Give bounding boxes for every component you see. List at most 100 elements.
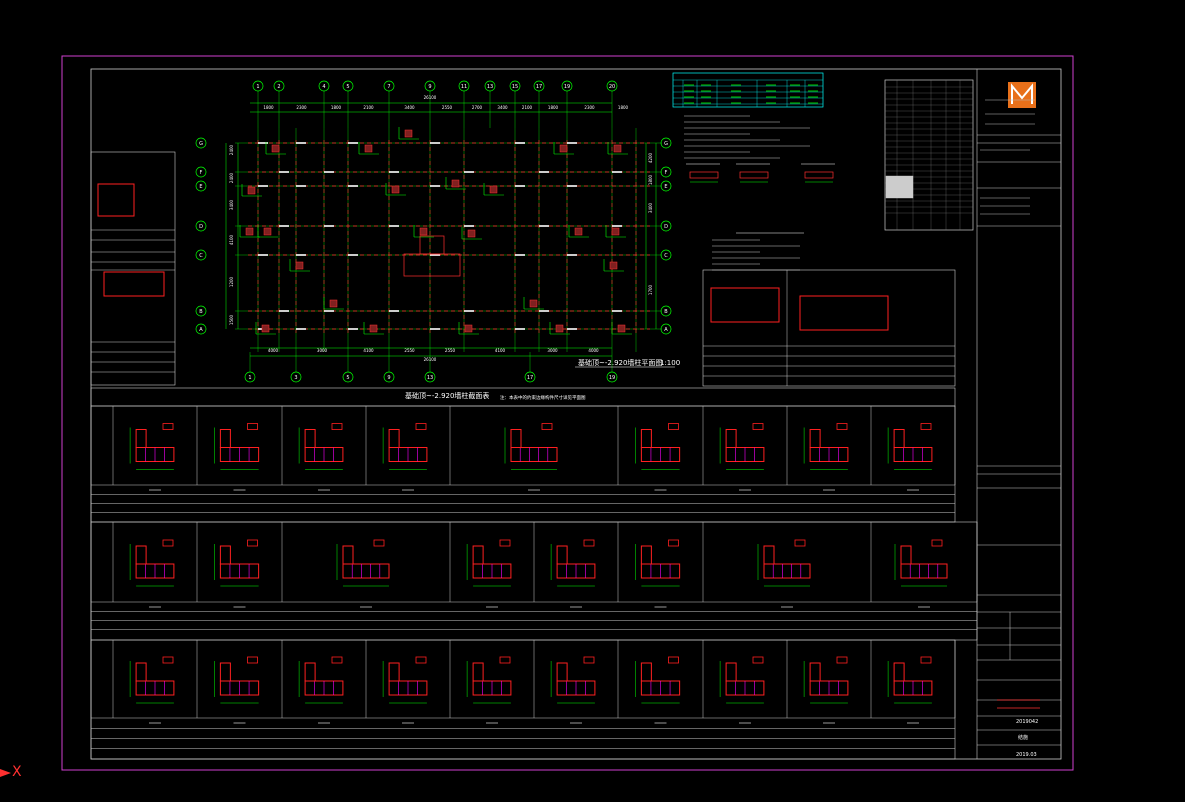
rebar-detail-mark <box>583 539 595 547</box>
stair-opening <box>419 235 445 255</box>
column-member <box>295 261 304 270</box>
dimension-bottom: 4100 <box>495 348 506 353</box>
dimension-left: 2400 <box>229 144 234 155</box>
rebar-flange <box>640 545 652 565</box>
section-band <box>90 639 956 760</box>
dimension-top: 3400 <box>404 105 415 110</box>
rebar-flange <box>135 429 147 448</box>
rebar-cage <box>103 271 165 297</box>
axis-bubble-left <box>195 180 207 192</box>
dimension-top: 2700 <box>472 105 483 110</box>
dimension-top: 2100 <box>522 105 533 110</box>
rebar-detail-mark <box>162 656 174 664</box>
axis-bubble-left <box>195 249 207 261</box>
beam-detail <box>739 171 769 179</box>
rebar-cage <box>900 563 948 579</box>
dimension-bottom: 3000 <box>317 348 328 353</box>
core-opening <box>403 253 461 277</box>
rebar-cage <box>710 287 780 323</box>
dimension-bottom: 2550 <box>404 348 415 353</box>
column-member <box>613 144 622 153</box>
axis-label-left: C <box>199 253 203 259</box>
section-table-title: 基础顶~-2.920墙柱截面表 <box>405 391 489 400</box>
x-axis-arrow-icon <box>0 769 11 777</box>
dimension-left: 4100 <box>229 234 234 245</box>
rebar-flange <box>135 545 147 565</box>
dimension-top: 2550 <box>442 105 453 110</box>
axis-label-bottom: 5 <box>346 375 349 381</box>
dimension-top: 2100 <box>363 105 374 110</box>
rebar-flange <box>342 545 354 565</box>
axis-bubble-right <box>660 180 672 192</box>
rebar-detail-mark <box>836 656 848 664</box>
dimension-left: 1500 <box>229 314 234 325</box>
rebar-detail-mark <box>162 423 174 430</box>
rebar-detail-mark <box>415 423 427 430</box>
column-member <box>245 227 254 236</box>
rebar-flange <box>304 662 316 682</box>
beam-detail <box>689 171 719 179</box>
rebar-flange <box>809 429 821 448</box>
axis-label-left: E <box>199 184 202 190</box>
dimension-bottom: 3000 <box>547 348 558 353</box>
rebar-detail-mark <box>247 423 258 430</box>
rebar-cage <box>510 447 558 462</box>
rebar-detail-mark <box>541 423 553 430</box>
rebar-flange <box>219 429 231 448</box>
axis-label-bottom: 19 <box>609 375 615 381</box>
rebar-flange <box>893 662 905 682</box>
discipline-code: 结施 <box>1018 734 1028 741</box>
logo-mark-icon <box>1011 83 1033 104</box>
rebar-flange <box>556 662 568 682</box>
section-band <box>90 405 956 523</box>
column-member <box>247 186 256 195</box>
axis-label-right: C <box>664 253 668 259</box>
axis-bubble-right <box>660 137 672 149</box>
rebar-detail-mark <box>752 423 764 430</box>
axis-label-left: D <box>199 224 203 230</box>
dimension-bottom: 4000 <box>268 348 279 353</box>
axis-label-top: 2 <box>277 84 280 90</box>
floor-height-table <box>884 79 974 231</box>
dimension-left: 3400 <box>229 199 234 210</box>
column-member <box>329 299 338 308</box>
dimension-right: 3400 <box>648 202 653 213</box>
axis-label-right: A <box>664 327 668 333</box>
upper-right-sections <box>702 269 956 387</box>
rebar-flange <box>388 662 400 682</box>
rebar-flange <box>900 545 912 565</box>
rebar-detail-mark <box>668 423 679 430</box>
axis-bubble-left <box>195 323 207 335</box>
rebar-detail-mark <box>247 539 258 547</box>
axis-label-right: D <box>664 224 668 230</box>
rebar-detail-mark <box>668 539 679 547</box>
column-member <box>364 144 373 153</box>
column-member <box>467 229 476 238</box>
axis-label-top: 15 <box>512 84 518 90</box>
axis-label-bottom: 9 <box>387 375 390 381</box>
general-notes <box>672 72 974 271</box>
axis-label-right: E <box>664 184 667 190</box>
axis-label-right: B <box>664 309 668 315</box>
beam-detail <box>804 171 834 179</box>
rebar-detail-mark <box>752 656 764 664</box>
dimension-top: 1800 <box>331 105 342 110</box>
axis-label-right: G <box>664 141 668 147</box>
dimension-top-total: 26100 <box>424 95 437 100</box>
column-member <box>261 324 270 333</box>
highlighted-floor-rows <box>885 175 914 199</box>
title-block <box>976 69 1061 759</box>
wall-schedule-table <box>672 72 824 108</box>
rebar-flange <box>640 429 652 448</box>
rebar-flange <box>135 662 147 682</box>
axis-label-top: 4 <box>322 84 325 90</box>
axis-bubble-right <box>660 323 672 335</box>
dimension-bottom-total: 26100 <box>424 357 437 362</box>
dimension-top: 2300 <box>296 105 307 110</box>
column-member <box>369 324 378 333</box>
rebar-detail-mark <box>583 656 595 664</box>
column-member <box>419 227 428 236</box>
rebar-flange <box>304 429 316 448</box>
